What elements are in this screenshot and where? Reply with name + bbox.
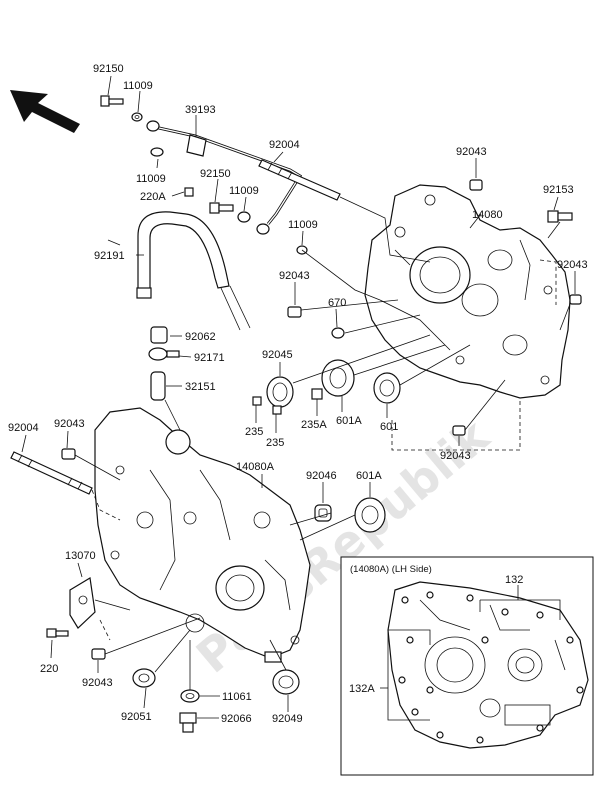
label-601A-upper: 601A [336,415,362,427]
label-11009-3: 11009 [229,185,259,197]
part-labels: 92150 11009 39193 11009 220A 92150 11009… [8,63,588,725]
label-220: 220 [40,663,58,675]
label-14080: 14080 [472,209,503,221]
label-92062: 92062 [185,331,216,343]
tube-32151 [150,371,166,401]
label-92150-2: 92150 [200,168,231,180]
stud-92004-lower [10,451,93,495]
inset-callout-lines [380,585,561,721]
bearing-601A-upper [321,359,355,397]
seal-92045 [266,376,294,408]
pipe-39193 [146,120,303,235]
bracket-13070 [69,577,96,629]
label-92066: 92066 [221,713,252,725]
screw-220A [184,187,194,197]
dowel-92043-mid [287,306,302,318]
inset-panel: (14080A) (LH Side) [340,556,594,776]
label-92171: 92171 [194,352,225,364]
label-235-b: 235 [266,437,284,449]
label-92043-right: 92043 [557,259,588,271]
arrow-northwest-icon [10,90,80,133]
label-92046: 92046 [306,470,337,482]
label-235-a: 235 [245,426,263,438]
label-601A-lower: 601A [356,470,382,482]
crankcase-left-14080A [94,407,311,663]
label-92043-lower-right: 92043 [440,450,471,462]
leader-lines [21,75,576,719]
gasket-11061 [180,689,200,703]
label-11009-top: 11009 [123,80,153,92]
label-11009-2: 11009 [136,173,166,185]
label-670: 670 [328,297,346,309]
dowel-92043-left-lower [91,648,106,660]
bolt-92150-top [100,95,124,107]
label-39193: 39193 [185,104,216,116]
label-92043-left-upper: 92043 [54,418,85,430]
label-92051: 92051 [121,711,152,723]
bearing-601A-lower [354,497,386,533]
label-92045: 92045 [262,349,293,361]
label-235A: 235A [301,419,327,431]
clamp-92171 [148,347,180,361]
label-92043-upper-right: 92043 [456,146,487,158]
bolt-92150-2 [209,202,234,214]
dowel-92043-left-upper [61,448,76,460]
bearing-92046 [314,504,332,522]
plug-92066 [179,712,197,733]
bolt-220 [46,628,69,638]
dowel-92043-right [569,294,582,305]
label-11009-4: 11009 [288,219,318,231]
dowel-92043-upper-right [469,179,483,191]
inset-bolt-holes [398,591,584,744]
label-92191: 92191 [94,250,125,262]
label-220A: 220A [140,191,166,203]
inset-title: (14080A) (LH Side) [350,564,432,575]
washer-11009-top [131,112,143,122]
label-92153: 92153 [543,184,574,196]
label-92004-lower: 92004 [8,422,39,434]
oring-670 [331,327,345,339]
inset-crankcase-drawing [387,581,589,749]
bolt-235A [311,388,323,400]
washer-11009-2 [150,147,164,157]
label-13070: 13070 [65,550,96,562]
label-11061: 11061 [222,691,252,703]
label-601: 601 [380,421,398,433]
stud-92004-upper [258,159,341,201]
label-92150-top: 92150 [93,63,124,75]
label-14080A: 14080A [236,461,275,473]
washer-11009-3 [237,211,251,223]
crankcase-right-14080 [364,184,571,399]
label-92043-left-lower: 92043 [82,677,113,689]
seal-92051 [132,668,156,688]
label-32151: 32151 [185,381,216,393]
bolt-92153 [547,210,573,223]
inset-label-132A: 132A [349,683,375,695]
hose-92191 [136,211,251,331]
label-92004-upper: 92004 [269,139,300,151]
dowel-92043-lower-right [452,425,466,436]
inset-label-132: 132 [505,574,523,586]
dashed-lines [91,259,557,641]
label-92043-mid: 92043 [279,270,310,282]
grommet-92062 [150,326,168,344]
bolts-235 [252,396,282,415]
seal-92049 [272,669,300,695]
bearing-601 [373,372,401,404]
label-92049: 92049 [272,713,303,725]
